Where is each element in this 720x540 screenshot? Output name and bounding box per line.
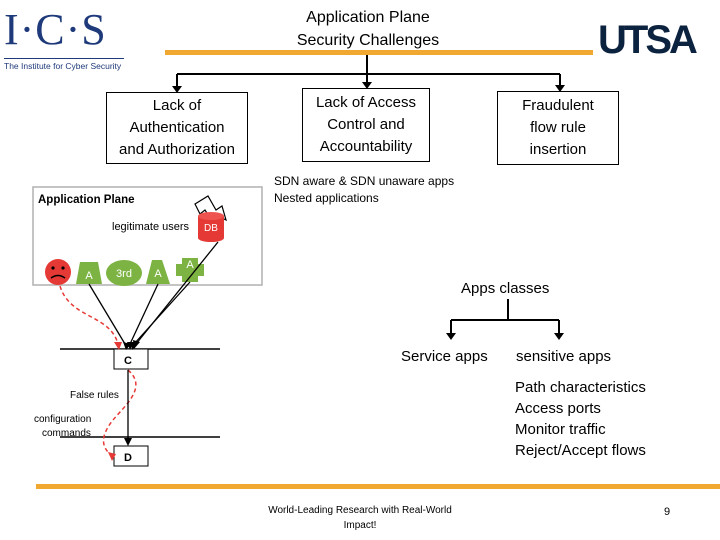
detail-path: Path characteristics	[515, 379, 646, 396]
detail-ports: Access ports	[515, 400, 601, 417]
challenge-access-control: Lack of Access Control and Accountabilit…	[302, 88, 430, 162]
challenge-2-line-3: Accountability	[319, 138, 413, 155]
service-apps-label: Service apps	[401, 348, 488, 365]
controller-label: C	[124, 355, 132, 367]
challenge-1-line-3: and Authorization	[119, 141, 235, 158]
challenge-1-line-2: Authentication	[129, 119, 225, 136]
detail-reject-accept: Reject/Accept flows	[515, 442, 646, 459]
config-label-line-2: commands	[42, 428, 91, 439]
notes-line-1: SDN aware & SDN unaware apps	[274, 174, 455, 188]
config-label-line-1: configuration	[34, 414, 91, 425]
challenge-3-line-1: Fraudulent	[522, 97, 594, 114]
db-label: DB	[204, 223, 218, 234]
challenge-authentication: Lack of Authentication and Authorization	[106, 92, 248, 164]
footer-rule	[36, 484, 720, 489]
app-a1-shape	[76, 262, 102, 284]
sensitive-apps-label: sensitive apps	[516, 348, 612, 365]
false-rule-path	[102, 369, 137, 457]
legitimate-users-label: legitimate users	[112, 221, 190, 233]
notes-line-2: Nested applications	[274, 191, 379, 205]
app-a3-shape	[176, 258, 204, 282]
app-a2-label: A	[154, 268, 162, 280]
malicious-path	[59, 285, 119, 345]
apps-classes-label: Apps classes	[461, 280, 550, 297]
footer-tagline: World-Leading Research with Real-World I…	[255, 503, 465, 533]
utsa-logo: UTSA	[598, 18, 698, 62]
title-line-2: Security Challenges	[296, 32, 440, 49]
controller-node	[113, 348, 149, 370]
challenge-1-line-1: Lack of	[152, 97, 202, 114]
footer-line-1: World-Leading Research with Real-World	[268, 505, 452, 516]
slide-title: Application Plane Security Challenges	[268, 6, 468, 52]
footer-line-2: Impact!	[343, 520, 377, 531]
challenge-2-line-2: Control and	[327, 116, 405, 133]
title-line-1: Application Plane	[306, 9, 430, 26]
app-a3-label: A	[186, 259, 194, 271]
database-icon: DB	[198, 212, 224, 242]
ics-logo: I·C·S The Institute for Cyber Security	[4, 6, 124, 72]
third-party-app-label: 3rd	[116, 268, 132, 280]
ics-logo-tagline: The Institute for Cyber Security	[4, 58, 124, 71]
challenge-3-line-3: insertion	[529, 141, 587, 158]
ics-logo-letters: I·C·S	[4, 5, 107, 54]
notes: SDN aware & SDN unaware apps Nested appl…	[274, 173, 454, 207]
page-number: 9	[664, 506, 671, 518]
application-plane-label: Application Plane	[38, 194, 135, 206]
false-rules-label: False rules	[70, 390, 119, 401]
header-rule	[165, 50, 593, 55]
sensitive-apps-details: Path characteristics Access ports Monito…	[515, 377, 646, 461]
data-plane-label: D	[124, 452, 132, 464]
challenge-fraudulent-flow: Fraudulent flow rule insertion	[497, 91, 619, 165]
challenge-2-line-1: Lack of Access	[315, 94, 417, 111]
app-a2-shape	[146, 260, 170, 284]
challenge-3-line-2: flow rule	[530, 119, 586, 136]
app-a1-label: A	[85, 270, 93, 282]
application-plane-diagram: Application Plane legitimate users DB A …	[32, 186, 263, 467]
malicious-user-icon	[45, 259, 71, 285]
detail-monitor: Monitor traffic	[515, 421, 606, 438]
third-party-app-shape	[106, 260, 142, 286]
